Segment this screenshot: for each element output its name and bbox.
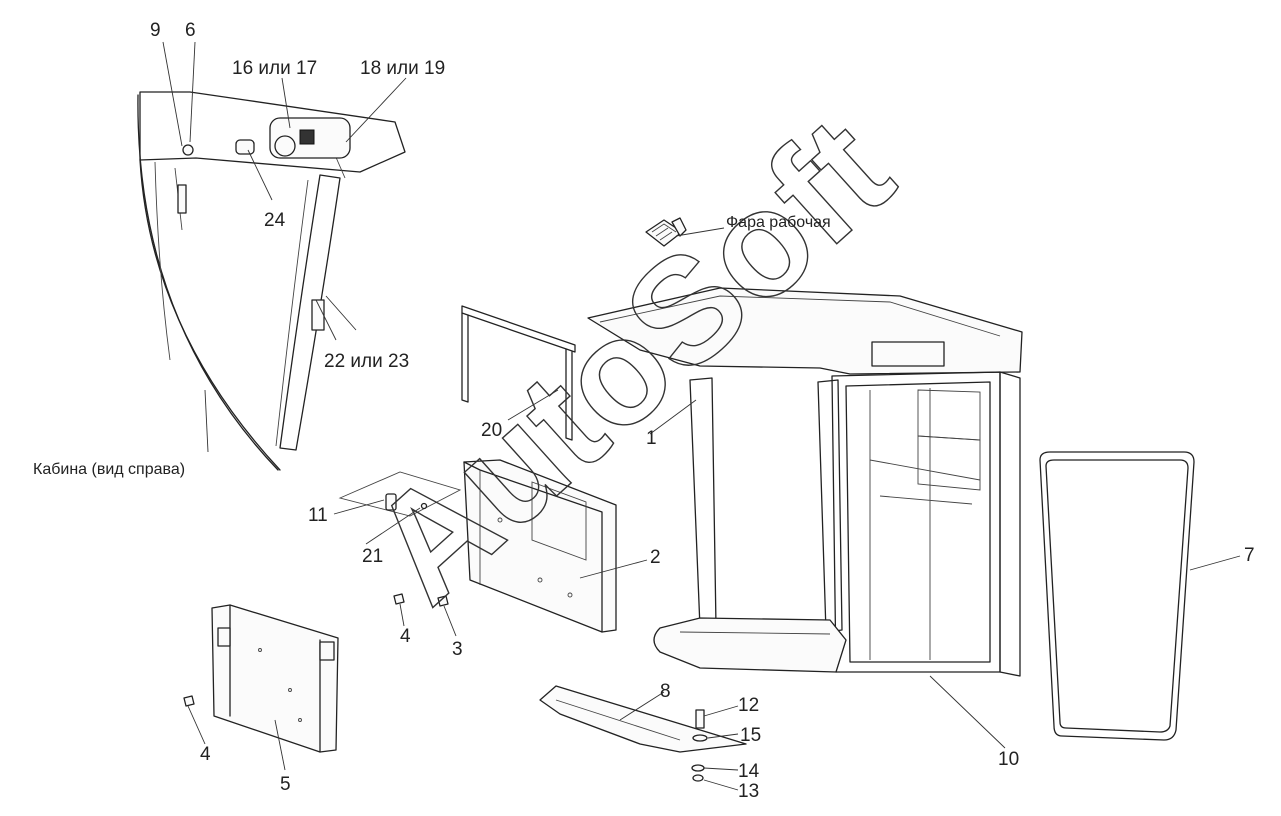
callout-5: 5	[280, 774, 291, 795]
callout-cab-side-view: Кабина (вид справа)	[33, 461, 185, 478]
panel-2	[463, 459, 617, 633]
callout-2: 2	[650, 547, 661, 568]
callout-24: 24	[264, 210, 286, 231]
callout-13: 13	[738, 781, 759, 802]
callout-4-lower: 4	[200, 744, 211, 765]
callout-1: 1	[646, 428, 657, 449]
callout-7: 7	[1244, 545, 1255, 566]
bar-20	[461, 305, 576, 441]
work-light	[645, 217, 687, 247]
callout-9: 9	[150, 20, 161, 41]
callout-18-or-19: 18 или 19	[360, 58, 445, 79]
callout-work-light: Фара рабочая	[726, 214, 831, 231]
bracket-8	[539, 685, 747, 782]
callout-21: 21	[362, 546, 383, 567]
callout-labels: 9 6 16 или 17 18 или 19 24 22 или 23 Каб…	[33, 20, 1255, 802]
leader-lines	[162, 41, 1241, 791]
callout-8: 8	[660, 681, 671, 702]
callout-16-or-17: 16 или 17	[232, 58, 317, 79]
callout-14: 14	[738, 761, 760, 782]
callout-10: 10	[998, 749, 1019, 770]
callout-4-upper: 4	[400, 626, 411, 647]
callout-22-or-23: 22 или 23	[324, 351, 409, 372]
callout-3: 3	[452, 639, 463, 660]
glass-7	[1039, 451, 1195, 741]
panel-5	[183, 604, 339, 753]
callout-15: 15	[740, 725, 761, 746]
cabin-frame	[587, 287, 1023, 677]
cabin-side-view	[137, 91, 406, 471]
callout-20: 20	[481, 420, 502, 441]
callout-6: 6	[185, 20, 196, 41]
callout-11: 11	[308, 505, 328, 526]
callout-12: 12	[738, 695, 759, 716]
small-fasteners	[338, 471, 462, 607]
